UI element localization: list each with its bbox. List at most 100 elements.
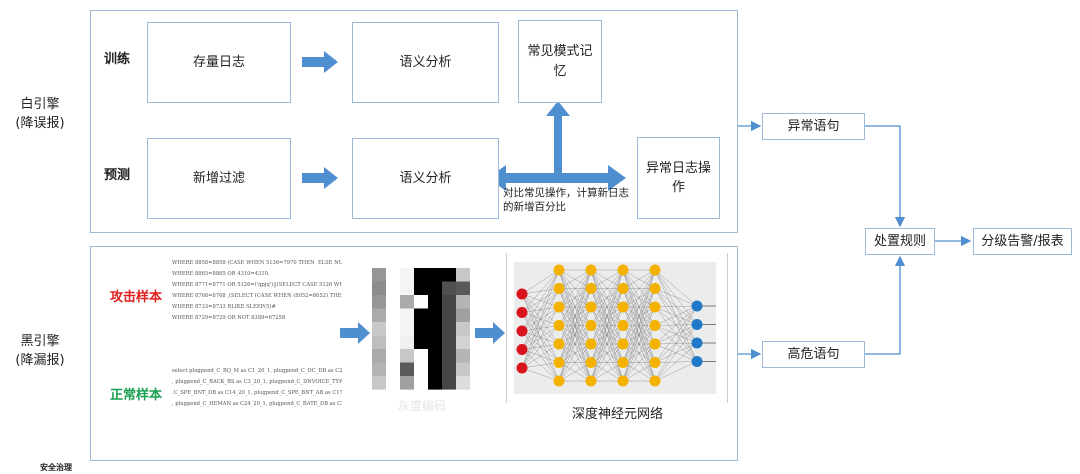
high-risk-statement-box: 高危语句 (762, 341, 865, 368)
hidden-node (585, 301, 597, 313)
nn-edge (590, 269, 624, 326)
gray-cell (372, 308, 386, 323)
gray-cell (442, 281, 456, 296)
normal-sample-label: 正常样本 (110, 388, 163, 403)
gray-cell (386, 376, 400, 390)
nn-edge (622, 269, 656, 345)
nn-edge (590, 269, 624, 289)
gray-cell (386, 335, 400, 350)
neural-network-image (514, 262, 716, 394)
hidden-node (585, 357, 597, 368)
code-line: select plugpend_C_BQ_M as C1_20_1, plugp… (172, 368, 342, 374)
nn-edge (558, 306, 592, 382)
gray-cell (386, 268, 400, 282)
hidden-node (553, 357, 565, 368)
hidden-node (553, 283, 565, 294)
gray-cell (400, 376, 414, 390)
gray-cell (372, 335, 386, 350)
code-line: WHERE 8729=8729 OR NOT 8389=67258 (172, 315, 286, 321)
new-filter-box: 新增过滤 (147, 138, 291, 219)
gray-cell (414, 295, 428, 309)
semantic-analysis-box: 语义分析 (352, 22, 499, 103)
gray-cell (428, 335, 442, 350)
nn-edge (558, 269, 592, 345)
gray-cell (428, 295, 442, 309)
gray-cell (442, 362, 456, 377)
gray-cell (400, 362, 414, 377)
gray-cell (456, 308, 470, 323)
hidden-node (649, 357, 661, 368)
code-line: , plugpend_C_BACK_BS as C3_20_1, plugpen… (172, 379, 342, 385)
code-line: WHERE 8768=8768 ,(SELECT (CASE WHEN (805… (172, 293, 342, 299)
hidden-node (649, 264, 661, 276)
gray-cell (428, 281, 442, 296)
nn-edge (622, 306, 656, 382)
alerts-report-box: 分级告警/报表 (973, 228, 1072, 255)
hidden-node (585, 283, 597, 294)
abnormal-statement-box: 异常语句 (762, 113, 865, 140)
gray-cell (414, 362, 428, 377)
gray-cell (428, 349, 442, 363)
nn-edge (654, 288, 698, 307)
code-line: , plugpend_C_HEMAN as C24_20_1, plugpend… (172, 401, 342, 407)
black-engine-subtitle: (降漏报) (15, 352, 65, 368)
nn-edge (622, 269, 656, 289)
gray-cell (386, 281, 400, 296)
nn-edge (590, 325, 624, 382)
semantic-analysis-box-2: 语义分析 (352, 138, 499, 219)
nn-edge (558, 325, 592, 382)
gray-cell (456, 295, 470, 309)
compare-note: 对比常见操作，计算新日志的新增百分比 (503, 187, 629, 214)
hidden-node (553, 338, 565, 350)
nn-edge (654, 305, 698, 308)
gray-cell (414, 308, 428, 323)
nn-edge (521, 325, 560, 369)
gray-cell (386, 349, 400, 363)
gray-cell (456, 376, 470, 390)
nn-edge (654, 269, 698, 307)
black-engine-panel (90, 246, 738, 461)
nn-edge (654, 342, 698, 382)
gray-cell (428, 362, 442, 377)
nn-edge (590, 269, 624, 308)
code-line: WHERE 8865=8865 OR 4310=4310. (172, 271, 270, 277)
nn-edge (654, 305, 698, 382)
nn-edge (521, 288, 560, 369)
hidden-node (553, 301, 565, 313)
gray-cell (456, 322, 470, 336)
nn-edge (558, 362, 592, 382)
nn-edge (654, 361, 698, 382)
black-engine-title: 黑引擎 (20, 334, 60, 349)
nn-edge (521, 269, 560, 313)
gray-cell (414, 281, 428, 296)
gray-cell (372, 281, 386, 296)
bidirectional-arrow-icon (488, 101, 626, 191)
nn-edge (590, 306, 624, 382)
gray-cell (414, 349, 428, 363)
gray-cell (442, 335, 456, 350)
nn-edge (558, 269, 592, 363)
nn-edge (622, 269, 656, 363)
gray-cell (428, 268, 442, 282)
nn-edge (521, 269, 560, 332)
nn-edge (521, 269, 560, 295)
nn-edge (590, 362, 624, 382)
gray-cell (400, 349, 414, 363)
input-node (516, 362, 528, 374)
gray-cell (400, 295, 414, 309)
nn-frame (506, 253, 728, 403)
nn-edge (590, 269, 624, 363)
output-node (691, 300, 703, 312)
gray-cell (414, 376, 428, 390)
hidden-node (585, 375, 597, 387)
nn-edge (558, 269, 592, 308)
input-node (516, 288, 528, 300)
gray-cell (442, 308, 456, 323)
hidden-node (649, 320, 661, 331)
nn-edge (521, 269, 560, 350)
white-engine-label: 白引擎(降误报) (5, 96, 75, 134)
hidden-node (649, 283, 661, 294)
nn-edge (622, 269, 656, 326)
attack-code: WHERE 8858=8858 (CASE WHEN 5136=7970 THE… (172, 258, 342, 324)
nn-edge (590, 343, 624, 382)
